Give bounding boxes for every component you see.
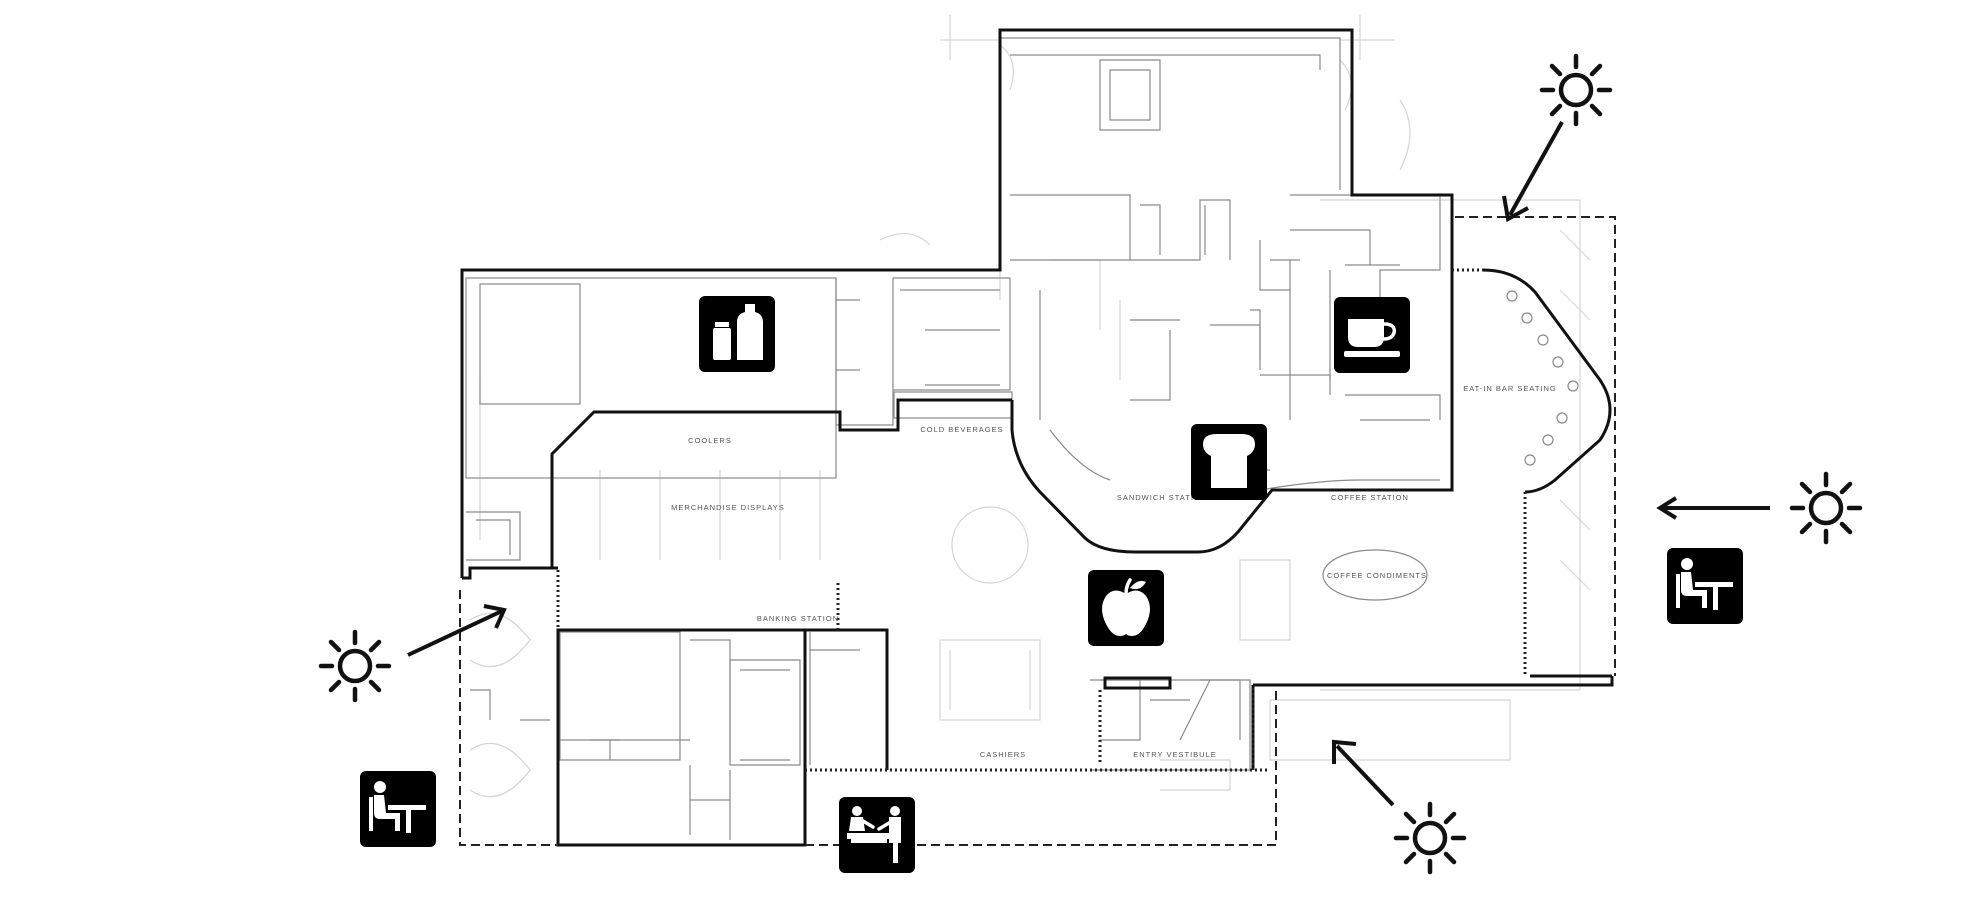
seating-icon <box>1667 548 1743 624</box>
sun-icon <box>1789 471 1863 545</box>
cashier-icon <box>839 797 915 873</box>
bread-icon <box>1191 424 1267 500</box>
beverage-bottles-icon <box>699 296 775 372</box>
exterior-dashed-lines <box>459 216 1616 846</box>
coffee-cup-icon <box>1334 297 1410 373</box>
sun-icon <box>318 629 392 703</box>
label-coffee-condiments: COFFEE CONDIMENTS <box>1327 571 1427 580</box>
label-cashiers: CASHIERS <box>980 750 1026 759</box>
label-cold-beverages: COLD BEVERAGES <box>920 425 1003 434</box>
label-bar-seating: EAT-IN BAR SEATING <box>1463 384 1557 393</box>
sun-arrow-right <box>1656 496 1770 520</box>
apple-icon <box>1088 570 1164 646</box>
sun-icon <box>1393 801 1467 875</box>
bar-stools <box>1506 290 1579 466</box>
sun-icon <box>1539 53 1613 127</box>
sun-arrow-left <box>407 604 507 657</box>
sun-arrow-bottom <box>1332 739 1395 807</box>
area-labels: COOLERS COLD BEVERAGES MERCHANDISE DISPL… <box>671 384 1557 759</box>
label-merchandise-displays: MERCHANDISE DISPLAYS <box>671 503 785 512</box>
label-coolers: COOLERS <box>688 436 732 445</box>
sun-arrow-top <box>1502 121 1564 223</box>
seating-icon <box>360 771 436 847</box>
building-outline <box>460 28 1614 847</box>
label-sandwich-station: SANDWICH STATION <box>1117 493 1207 502</box>
label-entry-vestibule: ENTRY VESTIBULE <box>1133 750 1217 759</box>
label-coffee-station: COFFEE STATION <box>1331 493 1409 502</box>
background-plan-lines <box>469 15 1591 798</box>
label-banking-station: BANKING STATION <box>757 614 839 623</box>
